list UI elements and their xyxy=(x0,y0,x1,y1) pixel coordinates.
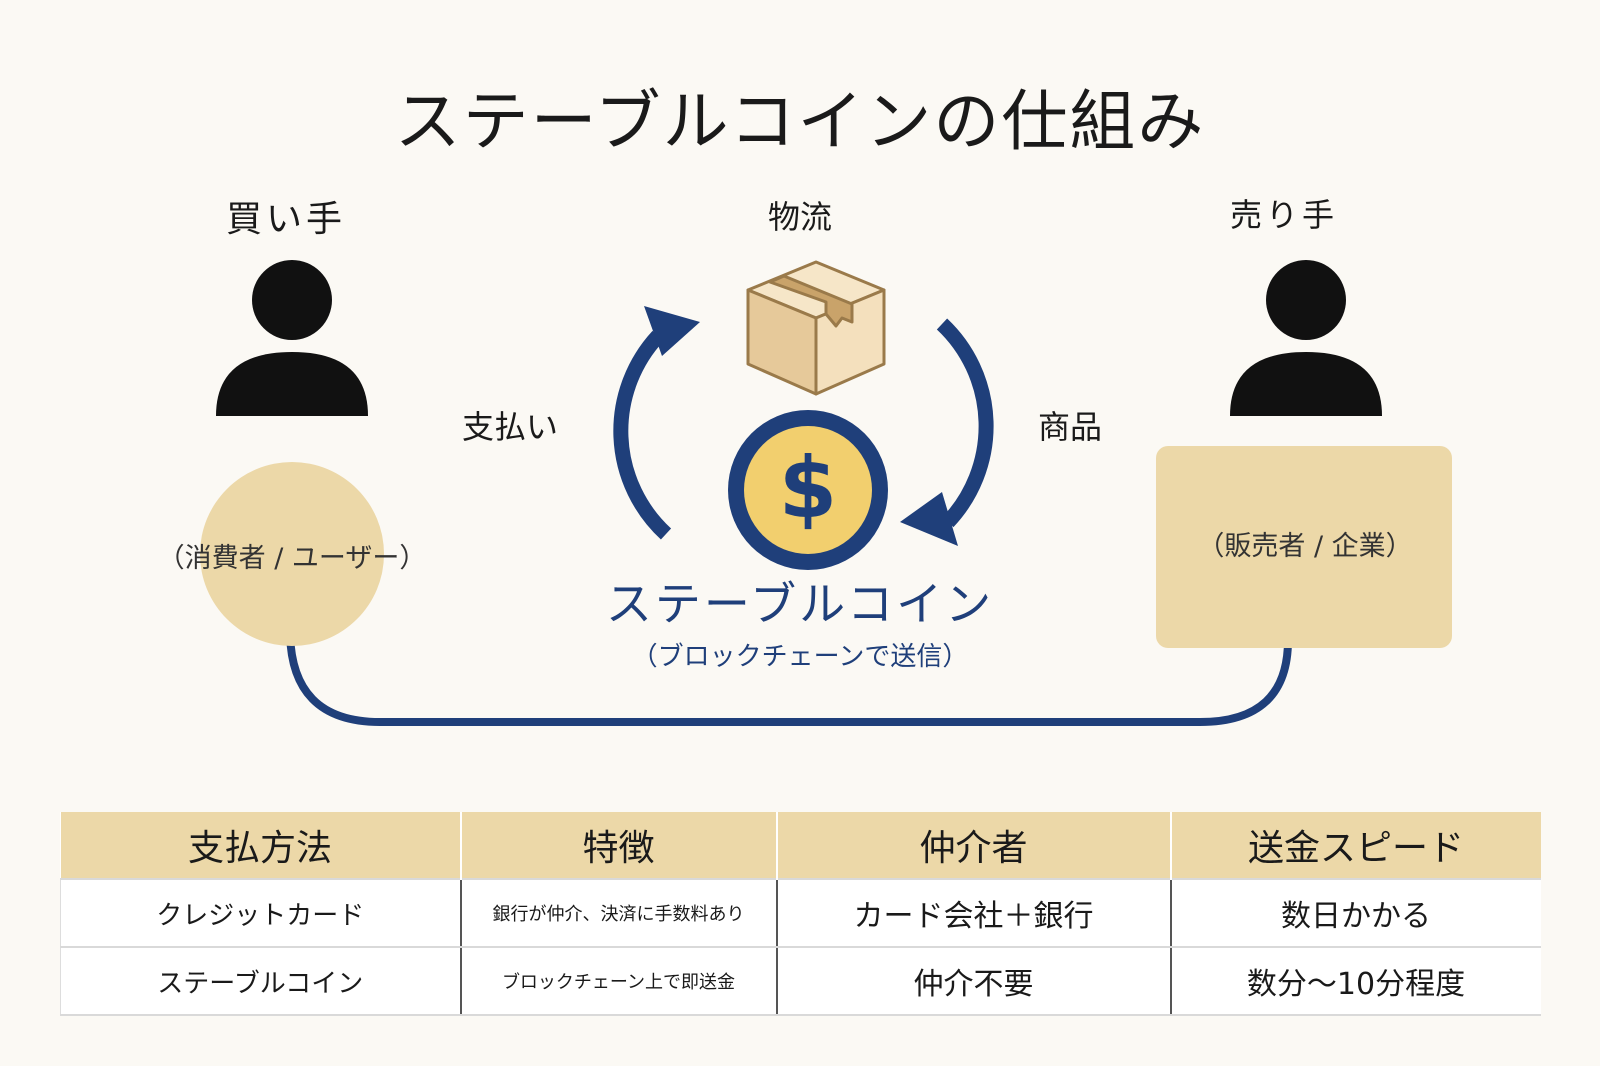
stablecoin-title: ステーブルコイン xyxy=(605,577,995,631)
connector-line xyxy=(286,626,1292,726)
table-cell: 仲介不要 xyxy=(776,946,1172,1016)
table-cell: 数日かかる xyxy=(1170,878,1541,948)
logistics-label: 物流 xyxy=(767,198,832,236)
comparison-table: 支払方法 特徴 仲介者 送金スピード クレジットカード 銀行が仲介、決済に手数料… xyxy=(60,812,1541,1016)
cycle-arrow-icon xyxy=(900,318,994,546)
table-cell: 銀行が仲介、決済に手数料あり xyxy=(460,878,778,948)
table-cell: カード会社＋銀行 xyxy=(776,878,1172,948)
buyer-role-label: 買い手 xyxy=(225,199,346,240)
seller-role-label: 売り手 xyxy=(1229,196,1338,234)
seller-caption: （販売者 / 企業） xyxy=(1197,531,1413,562)
table-header-cell: 送金スピード xyxy=(1170,812,1541,879)
table-header-row: 支払方法 特徴 仲介者 送金スピード xyxy=(60,812,1541,879)
table-header-cell: 支払方法 xyxy=(60,812,462,879)
table-cell: 数分～10分程度 xyxy=(1170,946,1541,1016)
table-cell: ステーブルコイン xyxy=(60,946,462,1016)
table-row: クレジットカード 銀行が仲介、決済に手数料あり カード会社＋銀行 数日かかる xyxy=(60,878,1541,948)
box-icon xyxy=(746,260,886,396)
goods-label: 商品 xyxy=(1037,408,1102,446)
dollar-coin-icon xyxy=(728,410,888,570)
payment-label: 支払い xyxy=(461,408,558,446)
seller-badge-box xyxy=(1156,446,1452,648)
buyer-badge-circle xyxy=(200,462,384,646)
cycle-arrow-icon xyxy=(613,306,700,540)
table-header-cell: 特徴 xyxy=(460,812,778,879)
buyer-caption: （消費者 / ユーザー） xyxy=(157,543,427,574)
coin-symbol: $ xyxy=(778,439,838,537)
person-icon xyxy=(216,260,368,416)
table-cell: クレジットカード xyxy=(60,878,462,948)
page-title: ステーブルコインの仕組み xyxy=(394,83,1206,160)
table-cell: ブロックチェーン上で即送金 xyxy=(460,946,778,1016)
table-row: ステーブルコイン ブロックチェーン上で即送金 仲介不要 数分～10分程度 xyxy=(60,946,1541,1016)
table-header-cell: 仲介者 xyxy=(776,812,1172,879)
person-icon xyxy=(1230,260,1382,416)
stablecoin-subtitle: （ブロックチェーンで送信） xyxy=(631,642,969,672)
